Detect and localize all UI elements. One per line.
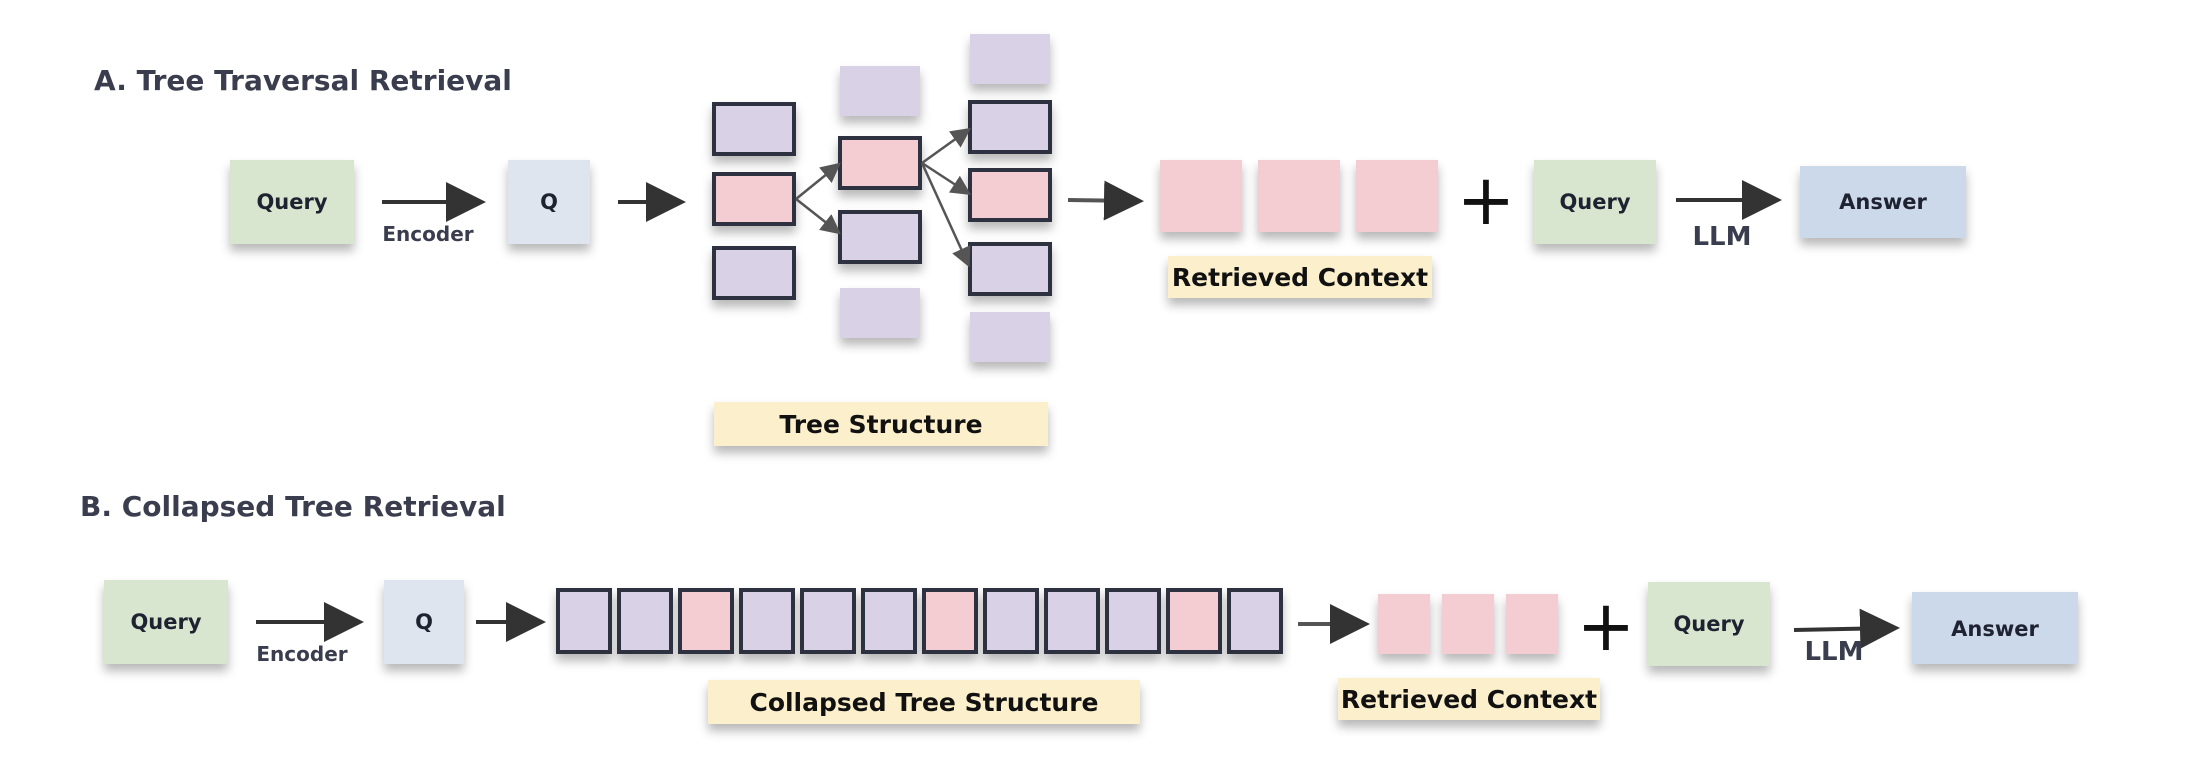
retrieved-context-a <box>1160 160 1438 232</box>
tree-node-faded <box>840 66 920 116</box>
tree-edge <box>921 127 972 165</box>
section-a-title: A. Tree Traversal Retrieval <box>94 64 512 97</box>
query-box-a: Query <box>230 160 354 244</box>
tree-node-selected <box>838 136 922 190</box>
encoder-label-b: Encoder <box>256 642 347 666</box>
tree-node <box>712 102 796 156</box>
tree-node-faded <box>840 288 920 338</box>
retrieved-context-label-a: Retrieved Context <box>1172 263 1428 292</box>
answer-box-b: Answer <box>1912 592 2078 664</box>
q-label-a: Q <box>540 190 558 214</box>
tree-node <box>968 242 1052 296</box>
plus-icon-b: + <box>1577 585 1636 667</box>
section-b-title: B. Collapsed Tree Retrieval <box>80 490 506 523</box>
tree-node-selected <box>712 172 796 226</box>
collapsed-node <box>983 588 1039 654</box>
retrieved-node <box>1506 594 1558 654</box>
collapsed-node-selected <box>678 588 734 654</box>
retrieved-node <box>1378 594 1430 654</box>
query-box-a-2: Query <box>1534 160 1656 244</box>
encoder-label-a: Encoder <box>382 222 473 246</box>
q-label-b: Q <box>415 610 433 634</box>
tree-node <box>712 246 796 300</box>
tree-structure-label: Tree Structure <box>779 410 982 439</box>
retrieved-node <box>1356 160 1438 232</box>
collapsed-tree-label: Collapsed Tree Structure <box>749 688 1098 717</box>
retrieved-node <box>1160 160 1242 232</box>
retrieved-node <box>1442 594 1494 654</box>
answer-label-b: Answer <box>1951 617 2039 641</box>
llm-label-b: LLM <box>1804 637 1863 667</box>
tree-node-faded <box>970 312 1050 362</box>
collapsed-node <box>1227 588 1283 654</box>
llm-label-a: LLM <box>1692 222 1751 252</box>
answer-box-a: Answer <box>1800 166 1966 238</box>
collapsed-tree-structure <box>556 588 1283 654</box>
query-label-b: Query <box>130 610 201 634</box>
tree-to-context-arrow-a <box>1067 180 1144 221</box>
q-box-b: Q <box>384 580 464 664</box>
collapsed-node <box>1105 588 1161 654</box>
q-box-a: Q <box>508 160 590 244</box>
tree-node <box>838 210 922 264</box>
llm-arrow-b <box>1793 608 1900 649</box>
tree-edge <box>920 162 971 268</box>
collapsed-node <box>1044 588 1100 654</box>
collapsed-tree-banner: Collapsed Tree Structure <box>708 680 1140 724</box>
retrieved-context-label-b: Retrieved Context <box>1341 685 1597 714</box>
collapsed-node <box>739 588 795 654</box>
retrieved-node <box>1258 160 1340 232</box>
retrieved-context-banner-a: Retrieved Context <box>1168 256 1432 298</box>
collapsed-node <box>617 588 673 654</box>
collapsed-node-selected <box>1166 588 1222 654</box>
query2-label-a: Query <box>1559 190 1630 214</box>
collapsed-node <box>556 588 612 654</box>
tree-structure-a <box>712 34 1052 362</box>
collapsed-node <box>861 588 917 654</box>
answer-label-a: Answer <box>1839 190 1927 214</box>
tree-node <box>968 100 1052 154</box>
tree-structure-banner: Tree Structure <box>714 402 1048 446</box>
collapsed-node-selected <box>922 588 978 654</box>
retrieved-context-banner-b: Retrieved Context <box>1338 678 1600 720</box>
tree-node-faded <box>970 34 1050 84</box>
tree-edge <box>795 198 841 235</box>
plus-icon-a: + <box>1457 159 1516 241</box>
query-box-b-2: Query <box>1648 582 1770 666</box>
tree-edge <box>921 161 972 196</box>
tree-edge <box>795 162 841 200</box>
query2-label-b: Query <box>1673 612 1744 636</box>
query-label-a: Query <box>256 190 327 214</box>
retrieved-context-b <box>1378 594 1558 654</box>
collapsed-node <box>800 588 856 654</box>
query-box-b: Query <box>104 580 228 664</box>
tree-node-selected <box>968 168 1052 222</box>
